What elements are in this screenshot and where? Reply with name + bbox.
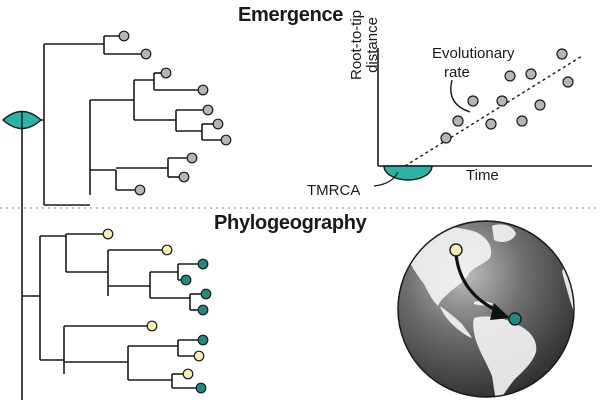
data-point bbox=[525, 68, 537, 80]
arrow-head-icon bbox=[490, 303, 510, 320]
data-point bbox=[452, 115, 464, 127]
emergence-title: Emergence bbox=[238, 4, 344, 26]
y-axis-label: Root-to-tip distance bbox=[348, 9, 381, 80]
phylogeography-title: Phylogeography bbox=[214, 212, 367, 234]
tip-cream bbox=[182, 368, 194, 380]
data-point bbox=[485, 118, 497, 130]
data-point bbox=[504, 70, 516, 82]
tip-gray bbox=[186, 152, 198, 164]
tip-gray bbox=[140, 48, 152, 60]
tip-gray bbox=[220, 134, 232, 146]
destination-point bbox=[508, 312, 522, 326]
tmrca-pointer bbox=[373, 171, 399, 187]
emergence-tree bbox=[22, 35, 226, 206]
y-axis-label-line2: distance bbox=[364, 17, 381, 73]
tip-cream bbox=[102, 228, 114, 240]
data-point bbox=[562, 76, 574, 88]
root-marker-icon bbox=[1, 110, 43, 130]
data-point bbox=[496, 95, 508, 107]
annotation-label-line1: Evolutionary bbox=[432, 45, 515, 62]
annotation-pointer bbox=[450, 79, 471, 113]
y-axis-label-line1: Root-to-tip bbox=[348, 9, 365, 80]
tip-gray bbox=[178, 171, 190, 183]
tip-teal bbox=[195, 382, 207, 394]
tip-teal bbox=[197, 304, 209, 316]
tip-teal bbox=[200, 288, 212, 300]
tip-gray bbox=[160, 67, 172, 79]
data-point bbox=[534, 99, 546, 111]
globe-icon bbox=[397, 220, 575, 398]
annotation-label-line2: rate bbox=[444, 64, 470, 81]
emergence-tips bbox=[118, 30, 232, 196]
phylogeography-tips bbox=[102, 228, 212, 394]
data-point bbox=[556, 48, 568, 60]
data-point bbox=[467, 95, 479, 107]
tip-gray bbox=[197, 84, 209, 96]
tip-gray bbox=[212, 118, 224, 130]
tip-cream bbox=[193, 350, 205, 362]
origin-point bbox=[449, 243, 463, 257]
x-axis-label: Time bbox=[466, 167, 499, 184]
tip-teal bbox=[197, 258, 209, 270]
data-point bbox=[516, 115, 528, 127]
tip-gray bbox=[202, 104, 214, 116]
tip-gray bbox=[134, 184, 146, 196]
phylogeography-tree bbox=[22, 233, 206, 389]
root-to-tip-chart bbox=[373, 48, 592, 187]
tip-teal bbox=[180, 274, 192, 286]
tip-cream bbox=[146, 320, 158, 332]
root-label: TMRCA bbox=[307, 182, 361, 199]
tip-cream bbox=[161, 244, 173, 256]
tmrca-marker bbox=[383, 165, 433, 181]
tip-teal bbox=[197, 334, 209, 346]
regression-line bbox=[404, 55, 583, 167]
tip-gray bbox=[118, 30, 130, 42]
data-point bbox=[440, 132, 452, 144]
